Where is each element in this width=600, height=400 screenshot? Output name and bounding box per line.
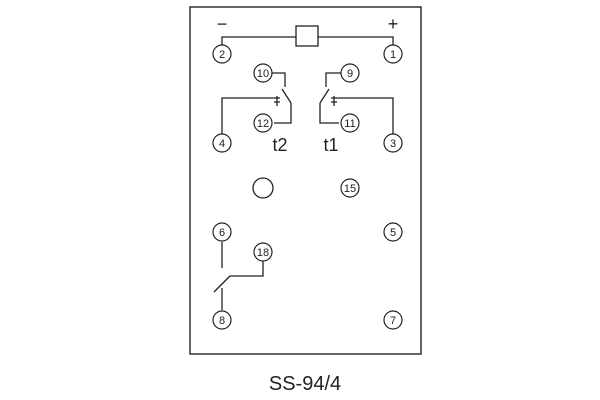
terminal-3: 3 — [383, 133, 403, 153]
empty-terminal-hole — [252, 177, 274, 199]
svg-text:11: 11 — [344, 118, 355, 130]
terminal-4: 4 — [212, 133, 232, 153]
terminal-11: 11 — [340, 113, 360, 133]
terminal-9: 9 — [340, 63, 360, 83]
terminal-2: 2 — [212, 44, 232, 64]
svg-text:3: 3 — [390, 138, 396, 150]
terminal-7: 7 — [383, 310, 403, 330]
svg-text:7: 7 — [390, 315, 396, 327]
svg-text:12: 12 — [257, 118, 269, 130]
terminal-12: 12 — [253, 113, 273, 133]
label-t2: t2 — [272, 135, 287, 155]
svg-text:5: 5 — [390, 227, 396, 239]
terminal-15: 15 — [340, 178, 360, 198]
svg-text:6: 6 — [219, 227, 225, 239]
plus-sign: + — [388, 14, 399, 34]
svg-text:4: 4 — [219, 138, 225, 150]
label-t1: t1 — [323, 135, 338, 155]
svg-text:8: 8 — [219, 315, 225, 327]
svg-text:9: 9 — [347, 68, 353, 80]
terminal-6: 6 — [212, 222, 232, 242]
svg-text:15: 15 — [344, 183, 356, 195]
terminal-5: 5 — [383, 222, 403, 242]
terminal-18: 18 — [253, 242, 273, 262]
coil-circuit — [221, 25, 394, 47]
contact-t1 — [319, 72, 394, 134]
svg-text:10: 10 — [257, 68, 269, 80]
terminal-8: 8 — [212, 310, 232, 330]
model-caption: SS-94/4 — [269, 373, 341, 395]
diagram-frame — [189, 6, 422, 355]
svg-text:18: 18 — [257, 247, 269, 259]
coil-symbol — [295, 25, 319, 47]
terminal-10: 10 — [253, 63, 273, 83]
svg-text:1: 1 — [390, 49, 396, 61]
minus-sign: − — [217, 14, 228, 34]
terminal-1: 1 — [383, 44, 403, 64]
svg-text:2: 2 — [219, 49, 225, 61]
contact-18 — [213, 242, 264, 310]
contact-t2 — [221, 72, 292, 134]
